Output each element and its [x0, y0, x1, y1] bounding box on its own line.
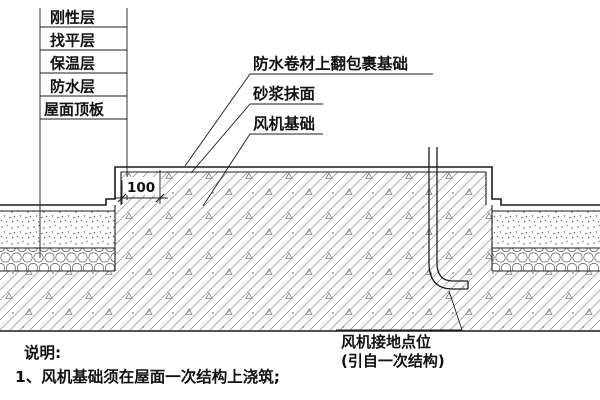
notes-title: 说明:: [24, 343, 61, 362]
grounding-label-line2: (引自一次结构): [341, 352, 445, 370]
layer-label-insulation: 保温层: [49, 55, 95, 73]
callout-leaders: 防水卷材上翻包裹基础 砂浆抹面 风机基础: [184, 54, 433, 207]
roof-profile-and-plinth: [0, 166, 600, 332]
layer-label-rigid: 刚性层: [50, 9, 95, 27]
callout-mortar-finish: 砂浆抹面: [253, 84, 315, 103]
dimension-100: 100: [114, 170, 168, 204]
callout-fan-foundation: 风机基础: [253, 114, 315, 133]
notes-block: 说明: 1、风机基础须在屋面一次结构上浇筑;: [15, 343, 280, 386]
roof-layers-left: [0, 210, 115, 272]
notes-item-1: 1、风机基础须在屋面一次结构上浇筑;: [15, 367, 280, 386]
grounding-label-line1: 风机接地点位: [341, 333, 431, 351]
dimension-value: 100: [127, 180, 155, 196]
layer-label-roof-slab: 屋面顶板: [44, 101, 105, 119]
callout-membrane-wrap: 防水卷材上翻包裹基础: [253, 54, 408, 73]
grounding-callout: 风机接地点位 (引自一次结构): [336, 290, 463, 370]
roof-layers-right: [492, 210, 600, 272]
layer-label-waterproof: 防水层: [50, 78, 95, 96]
grounding-conduit: [428, 147, 469, 290]
layer-label-leveling: 找平层: [50, 32, 95, 50]
layer-stack-ladder: 刚性层 找平层 保温层 防水层 屋面顶板: [39, 8, 128, 258]
